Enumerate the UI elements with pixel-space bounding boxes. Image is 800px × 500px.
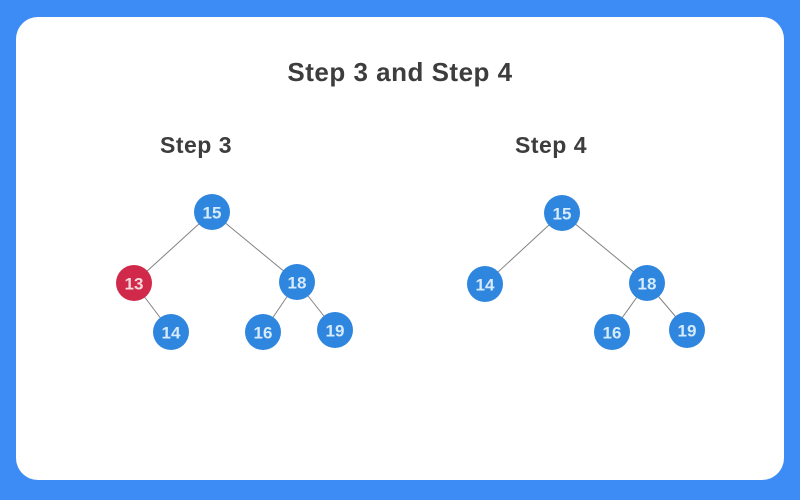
step3-label: Step 3 [160, 132, 233, 158]
page-title: Step 3 and Step 4 [287, 57, 513, 87]
step4-label: Step 4 [515, 132, 588, 158]
